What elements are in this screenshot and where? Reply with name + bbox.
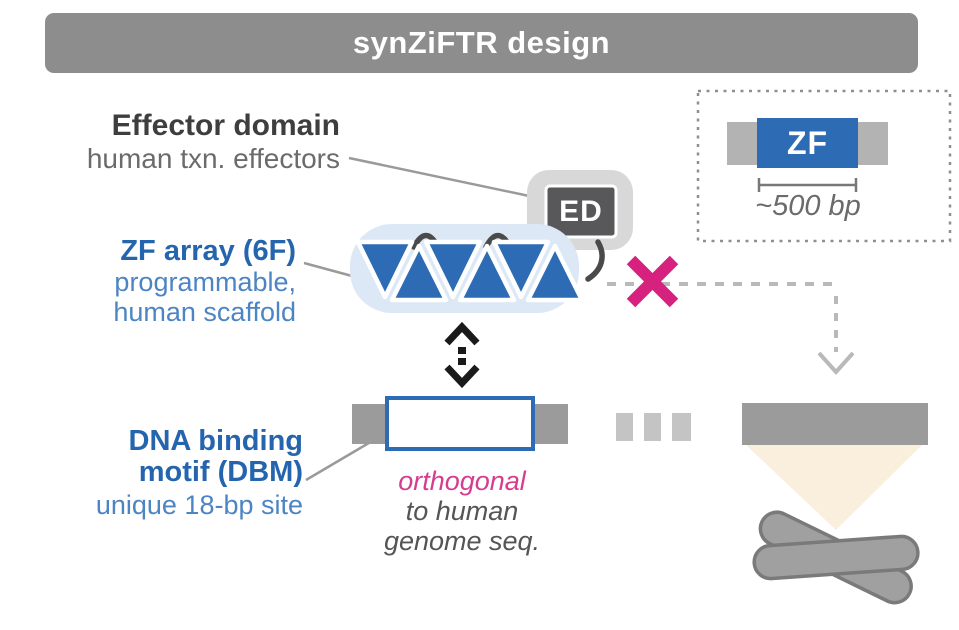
zf-gene-box-text: ZF [786,125,829,161]
binding-double-arrow-dots [458,347,466,365]
zf-finger-triangle-1 [355,239,415,300]
chromosome-icon [752,510,920,605]
no-binding-x-icon [626,255,679,308]
zf-array-subtitle-1: programmable, [114,267,296,298]
zf-finger-triangle-4 [457,243,517,303]
zf-gene-dotted-box [696,89,952,243]
dbm-connector-line [305,435,380,482]
zf-finger-triangle-2 [389,243,449,303]
zf-array-subtitle-2: human scaffold [113,297,296,328]
dbm-site-box [385,396,535,451]
title-bar: synZiFTR design [45,13,918,73]
effector-domain-label: Effector domain human txn. effectors [25,109,340,175]
effector-domain-subtitle: human txn. effectors [86,143,340,175]
dbm-subtitle: unique 18-bp site [95,489,303,520]
zf-finger-triangle-3 [423,239,483,300]
effector-domain-title: Effector domain [111,109,340,142]
dna-ellipsis-squares [616,413,691,441]
zf-finger-triangle-6 [525,243,585,303]
dbm-title-1: DNA binding [128,425,304,457]
orthogonal-note-line-2: to human [405,496,519,527]
ed-badge-text: ED [559,195,603,228]
effector-connector-line [348,156,535,199]
zf-array-label: ZF array (6F) programmable, human scaffo… [30,235,296,328]
zf-gene-left-flank [727,122,757,165]
dashed-route-arrowhead-icon [817,351,855,375]
zf-finger-triangle-5 [491,239,551,300]
genome-dna-bar [742,403,928,445]
ed-badge-box [544,184,618,239]
gene-size-measure-line [757,178,858,192]
gene-size-annotation: ~500 bp [755,190,861,222]
zf-gene-box [757,118,858,168]
genome-beam [746,445,922,530]
dbm-title-2: motif (DBM) [138,456,303,489]
orthogonal-note: orthogonal to human genome seq. [352,466,572,557]
zf-array-connector-line [303,261,353,278]
zf-array-title: ZF array (6F) [120,235,296,267]
zf-gene-right-flank [858,122,888,165]
ed-linker-hook [585,239,605,282]
binding-double-arrow-icon [444,321,480,389]
dbm-label: DNA binding motif (DBM) unique 18-bp sit… [28,425,304,520]
figure-title: synZiFTR design [352,25,611,60]
orthogonal-note-line-1: orthogonal [398,466,526,496]
orthogonal-note-line-3: genome seq. [383,526,541,557]
